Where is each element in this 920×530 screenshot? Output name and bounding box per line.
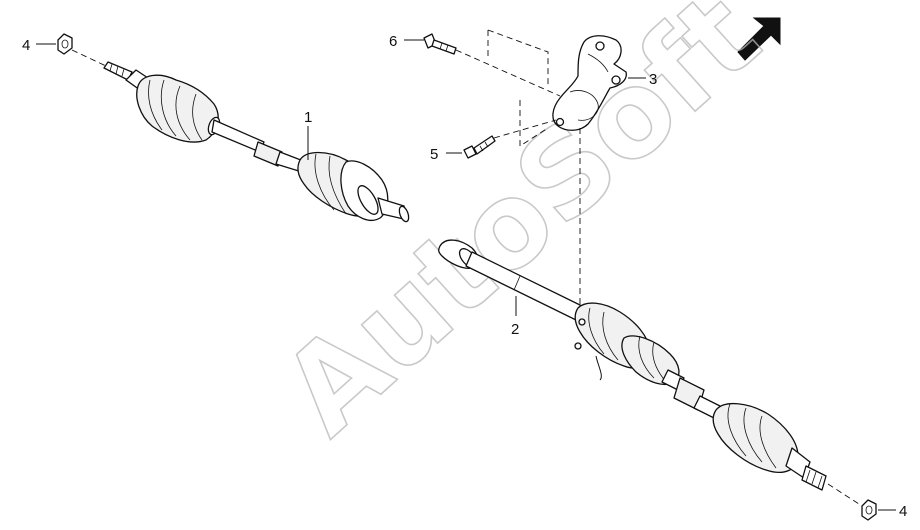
nut-4-upper bbox=[57, 33, 73, 55]
bolt-6 bbox=[423, 33, 457, 55]
assembly-guide-lines bbox=[71, 29, 863, 507]
nut-4-lower bbox=[861, 499, 877, 521]
callout-5: 5 bbox=[430, 146, 438, 163]
leader-lines bbox=[36, 39, 896, 511]
callout-2: 2 bbox=[511, 321, 519, 338]
watermark-text: AutoSoft bbox=[256, 0, 784, 461]
drive-shaft-right bbox=[438, 239, 827, 491]
callout-6: 6 bbox=[389, 33, 397, 50]
callout-1: 1 bbox=[304, 109, 312, 126]
callout-3: 3 bbox=[649, 71, 657, 88]
callout-4-lower: 4 bbox=[899, 503, 907, 520]
drive-shaft-left bbox=[103, 61, 410, 223]
direction-arrow-icon bbox=[737, 17, 781, 61]
bearing-bracket bbox=[552, 35, 627, 131]
callout-4-upper: 4 bbox=[22, 37, 30, 54]
bolt-5 bbox=[463, 135, 496, 159]
